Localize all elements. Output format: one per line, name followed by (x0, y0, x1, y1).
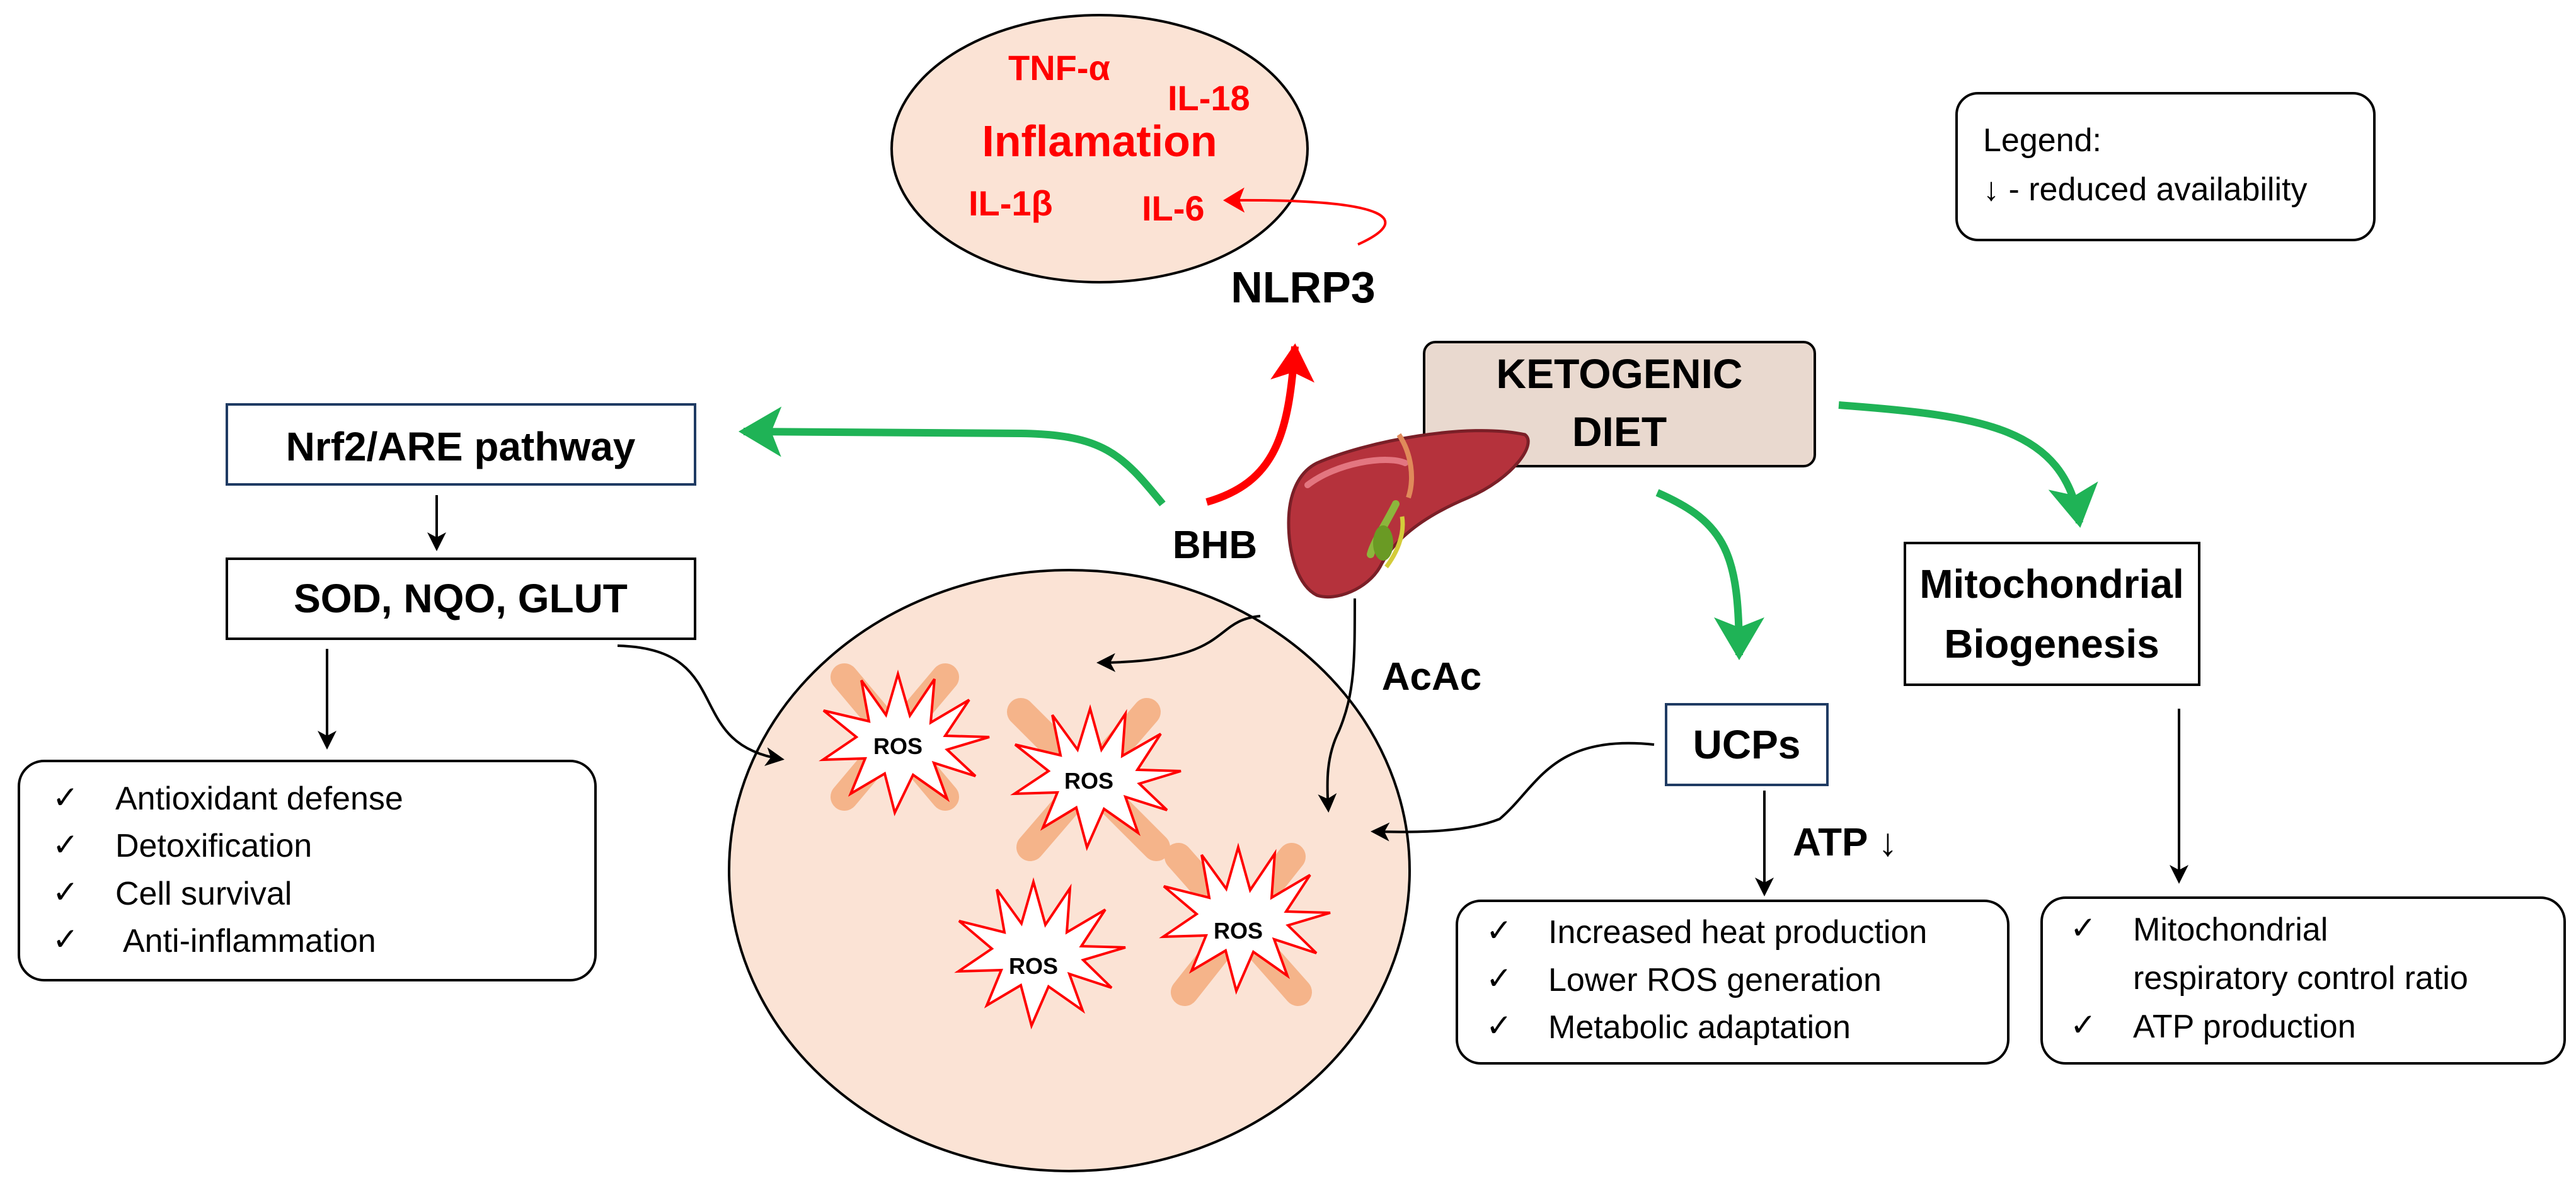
nrf2-effect-item: Detoxification (115, 828, 312, 864)
nrf2-label: Nrf2/ARE pathway (286, 424, 636, 469)
sod-box (226, 558, 696, 640)
ros-burst (819, 669, 990, 816)
check-icon: ✓ (1486, 961, 1512, 996)
ros-label: ROS (1214, 918, 1263, 944)
mito-effect-item: Mitochondrial (2133, 912, 2328, 948)
ucps-label: UCPs (1693, 722, 1801, 767)
ros-crossed-1: ROS (819, 663, 990, 816)
ucp-effect-item: Lower ROS generation (1548, 962, 1882, 998)
check-icon: ✓ (2070, 910, 2096, 946)
ros-burst (1159, 842, 1331, 995)
check-icon: ✓ (52, 922, 79, 957)
nrf2-box (226, 403, 696, 486)
mito-effects-list: ✓ Mitochondrial respiratory control rati… (2040, 896, 2566, 1065)
nrf2-effects-list: ✓ Antioxidant defense ✓ Detoxification ✓… (18, 760, 597, 981)
ucp-effects-list: ✓ Increased heat production ✓ Lower ROS … (1456, 900, 2010, 1065)
mito-effects-box (2040, 896, 2566, 1065)
check-icon: ✓ (1486, 1008, 1512, 1043)
mito-effect-item: ATP production (2133, 1009, 2356, 1045)
nlrp3-label: NLRP3 (1231, 263, 1375, 312)
ucps-to-cell-arrow (1371, 741, 1655, 842)
ucps-box (1665, 703, 1829, 786)
nrf2-effect-item: Anti-inflammation (123, 923, 376, 959)
ros-burst (954, 877, 1126, 1030)
bhb-to-nlrp3-arrow (1205, 343, 1314, 506)
ros-label: ROS (1064, 768, 1113, 794)
legend-box (1955, 92, 2376, 241)
nrf2-effects-box (18, 760, 597, 981)
check-icon: ✓ (2070, 1007, 2096, 1043)
check-icon: ✓ (52, 780, 79, 815)
cytokine-tnf-alpha: TNF-α (1008, 48, 1110, 88)
ucp-effects-box (1456, 900, 2010, 1065)
ketogenic-diet-line2: DIET (1572, 408, 1667, 455)
atp-label: ATP ↓ (1793, 821, 1898, 864)
cytokine-il-6: IL-6 (1142, 188, 1205, 228)
legend-heading: Legend: (1983, 122, 2102, 159)
mito-effect-item-cont: respiratory control ratio (2133, 960, 2468, 997)
keto-to-ucps-arrow (1655, 489, 1764, 660)
nrf2-effect-item: Antioxidant defense (115, 781, 403, 817)
ros-crossed-3: ROS (1159, 842, 1331, 1006)
keto-to-mito-arrow (1838, 401, 2098, 528)
check-icon: ✓ (52, 827, 79, 862)
nlrp3-to-il6-arrow (1223, 187, 1387, 246)
mito-line2: Biogenesis (1944, 621, 2159, 666)
legend: Legend: ↓ - reduced availability (1955, 92, 2376, 241)
bhb-to-nrf2-arrow (739, 406, 1166, 506)
acac-to-cell-arrow (1318, 598, 1356, 813)
check-icon: ✓ (52, 874, 79, 910)
ucp-effect-item: Metabolic adaptation (1548, 1009, 1851, 1046)
cytokine-il-1beta: IL-1β (969, 183, 1053, 223)
ros-active: ROS (954, 877, 1126, 1030)
ros-burst (1010, 704, 1182, 851)
bhb-label: BHB (1173, 523, 1257, 567)
ucp-effect-item: Increased heat production (1548, 914, 1927, 951)
ros-label: ROS (1009, 953, 1058, 979)
mito-box (1904, 542, 2200, 686)
mito-line1: Mitochondrial (1919, 561, 2184, 607)
cell-ellipse (728, 569, 1411, 1172)
acac-label: AcAc (1382, 655, 1482, 699)
bhb-to-cell-arrow (1096, 615, 1261, 672)
liver-icon (1287, 429, 1530, 599)
sod-label: SOD, NQO, GLUT (294, 576, 628, 621)
inflammation-title: Inflamation (982, 117, 1217, 166)
inflammation-node: TNF-α IL-18 Inflamation IL-1β IL-6 (890, 14, 1309, 283)
inflammation-ellipse (890, 14, 1309, 283)
ketogenic-diet-line1: KETOGENIC (1496, 350, 1742, 397)
check-icon: ✓ (1486, 913, 1512, 948)
cytokine-il-18: IL-18 (1168, 78, 1250, 118)
ros-label: ROS (873, 733, 923, 759)
legend-entry: ↓ - reduced availability (1983, 171, 2307, 208)
ros-crossed-2: ROS (1007, 698, 1182, 861)
nrf2-effect-item: Cell survival (115, 876, 292, 912)
sod-to-cell-arrow (617, 644, 785, 766)
